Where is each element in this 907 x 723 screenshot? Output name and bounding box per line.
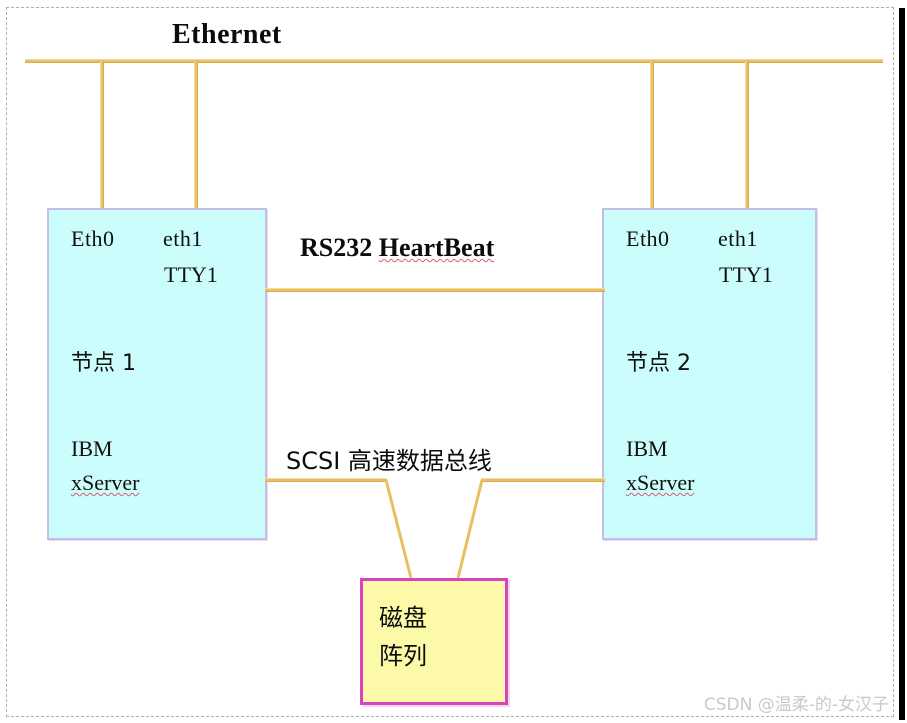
ethernet-drop-node1-eth1 — [194, 61, 198, 210]
ethernet-bus-line — [25, 59, 883, 63]
disk-array-line-1: 磁盘 — [379, 604, 427, 632]
node-1-model: xServer — [71, 470, 140, 495]
scsi-line-left-horizontal — [265, 478, 387, 482]
scsi-diagonal-left — [384, 479, 413, 579]
node-2-nic-row: Eth0 eth1 — [604, 226, 815, 252]
scsi-diagonal-right — [456, 479, 484, 579]
rs232-heartbeat-text-prefix: RS232 — [300, 233, 379, 262]
rs232-heartbeat-text-spellchecked: HeartBeat — [378, 233, 495, 262]
ethernet-drop-node2-eth0 — [650, 61, 654, 210]
node-1-vendor-block: IBM xServer — [71, 432, 139, 500]
rs232-heartbeat-line — [265, 288, 605, 292]
node-2-model: xServer — [626, 470, 695, 495]
right-edge-bar — [899, 8, 905, 720]
ethernet-drop-node1-eth0 — [100, 61, 104, 210]
node-1-nic-row: Eth0 eth1 — [49, 226, 265, 252]
node-box-2[interactable]: Eth0 eth1 TTY1 节点 2 IBM xServer — [602, 208, 817, 540]
node-2-tty-label: TTY1 — [719, 262, 773, 287]
disk-array-box[interactable]: 磁盘 阵列 — [360, 578, 508, 705]
node-2-eth0-label: Eth0 — [626, 226, 670, 251]
node-2-title: 节点 2 — [626, 351, 691, 376]
disk-array-text: 磁盘 阵列 — [379, 599, 427, 675]
scsi-bus-label: SCSI 高速数据总线 — [286, 447, 492, 475]
node-1-eth1-label: eth1 — [163, 226, 203, 251]
node-box-1[interactable]: Eth0 eth1 TTY1 节点 1 IBM xServer — [47, 208, 267, 540]
rs232-heartbeat-label: RS232 HeartBeat — [300, 233, 494, 263]
node-1-vendor: IBM — [71, 436, 113, 461]
scsi-line-right-horizontal — [481, 478, 605, 482]
node-2-vendor: IBM — [626, 436, 668, 461]
node-2-vendor-block: IBM xServer — [626, 432, 694, 500]
node-1-tty-label: TTY1 — [164, 262, 218, 287]
ethernet-drop-node2-eth1 — [745, 61, 749, 210]
node-1-title: 节点 1 — [71, 351, 136, 376]
node-2-eth1-label: eth1 — [718, 226, 758, 251]
node-1-eth0-label: Eth0 — [71, 226, 115, 251]
ethernet-label: Ethernet — [172, 19, 282, 50]
csdn-watermark: CSDN @温柔-的-女汉子 — [703, 695, 889, 715]
disk-array-line-2: 阵列 — [379, 642, 427, 670]
